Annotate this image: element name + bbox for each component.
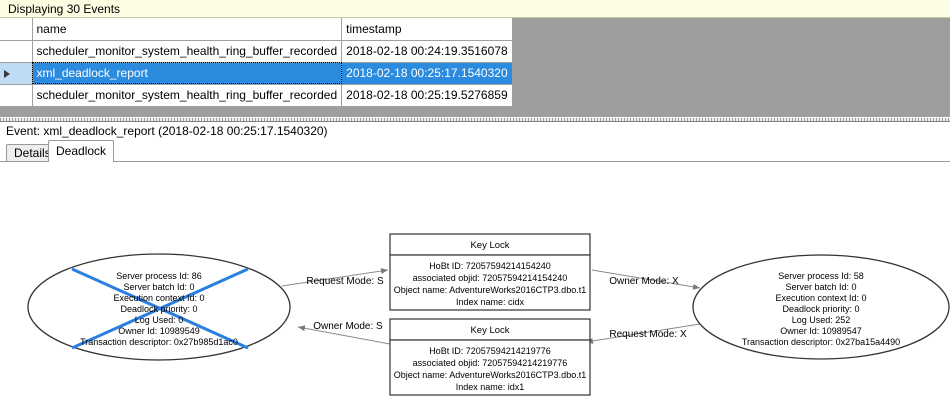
process-right-line-5: Owner Id: 10989547 [780,326,862,336]
events-grid[interactable]: name timestamp scheduler_monitor_system_… [0,18,513,107]
resource-node-key-lock-top[interactable]: Key Lock HoBt ID: 72057594214154240 asso… [389,233,591,311]
key-lock-top-title: Key Lock [470,240,509,251]
key-lock-bottom-line-1: associated objid: 72057594214219776 [413,358,568,368]
resource-node-key-lock-bottom[interactable]: Key Lock HoBt ID: 72057594214219776 asso… [389,318,591,396]
key-lock-top-line-0: HoBt ID: 72057594214154240 [429,261,551,271]
edge-right-request-label: Request Mode: X [609,329,687,340]
key-lock-top-line-2: Object name: AdventureWorks2016CTP3.dbo.… [394,285,586,295]
process-left-line-1: Server batch Id: 0 [123,282,194,292]
process-left-line-4: Log Used: 0 [135,315,184,325]
column-header-name[interactable]: name [32,18,343,41]
edge-left-request-label: Request Mode: S [306,276,384,287]
process-right-line-3: Deadlock priority: 0 [782,304,859,314]
tab-details[interactable]: Details [6,144,59,162]
process-right-line-4: Log Used: 252 [792,315,851,325]
edge-right-owner: Owner Mode: X [591,269,701,290]
process-left-line-6: Transaction descriptor: 0x27b985d1ac0 [80,337,238,347]
key-lock-bottom-title: Key Lock [470,325,509,336]
process-left-line-3: Deadlock priority: 0 [120,304,197,314]
events-count-label: Displaying 30 Events [8,2,121,16]
process-right-line-0: Server process Id: 58 [778,271,864,281]
cell-timestamp[interactable]: 2018-02-18 00:25:19.5276859 [341,84,513,107]
row-selector[interactable] [0,62,33,85]
column-header-timestamp[interactable]: timestamp [341,18,513,41]
tab-deadlock[interactable]: Deadlock [48,140,115,162]
key-lock-bottom-line-3: Index name: idx1 [456,382,525,392]
cell-name[interactable]: scheduler_monitor_system_health_ring_buf… [32,40,343,63]
table-row[interactable]: xml_deadlock_report 2018-02-18 00:25:17.… [0,62,513,85]
events-grid-header-row: name timestamp [0,18,513,41]
key-lock-bottom-line-0: HoBt ID: 72057594214219776 [429,346,551,356]
cell-timestamp[interactable]: 2018-02-18 00:25:17.1540320 [341,62,513,85]
process-right-line-2: Execution context Id: 0 [775,293,866,303]
horizontal-splitter[interactable] [0,117,950,122]
edge-left-owner-label: Owner Mode: S [313,321,383,332]
row-selector[interactable] [0,40,33,63]
events-count-banner: Displaying 30 Events [0,0,950,18]
edge-right-owner-label: Owner Mode: X [609,276,679,287]
events-grid-region[interactable]: name timestamp scheduler_monitor_system_… [0,18,950,117]
column-header-rowselector [0,18,33,41]
process-left-line-5: Owner Id: 10989549 [118,326,200,336]
cell-name[interactable]: scheduler_monitor_system_health_ring_buf… [32,84,343,107]
cell-name[interactable]: xml_deadlock_report [32,62,343,85]
process-left-line-0: Server process Id: 86 [116,271,202,281]
event-detail-caption: Event: xml_deadlock_report (2018-02-18 0… [0,122,950,140]
edge-right-request: Request Mode: X [585,323,701,344]
process-node-left[interactable]: Server process Id: 86 Server batch Id: 0… [27,253,291,361]
key-lock-bottom-line-2: Object name: AdventureWorks2016CTP3.dbo.… [394,370,586,380]
key-lock-top-line-3: Index name: cidx [456,297,525,307]
row-selector-triangle-icon [4,69,10,78]
event-detail-caption-text: Event: xml_deadlock_report (2018-02-18 0… [6,124,328,138]
process-right-line-1: Server batch Id: 0 [785,282,856,292]
process-left-line-2: Execution context Id: 0 [113,293,204,303]
edge-left-owner: Owner Mode: S [297,321,391,345]
process-right-line-6: Transaction descriptor: 0x27ba15a4490 [742,337,900,347]
cell-timestamp[interactable]: 2018-02-18 00:24:19.3516078 [341,40,513,63]
victim-cross-line [71,267,249,350]
process-node-right[interactable]: Server process Id: 58 Server batch Id: 0… [692,254,950,360]
key-lock-top-line-1: associated objid: 72057594214154240 [413,273,568,283]
row-selector[interactable] [0,84,33,107]
table-row[interactable]: scheduler_monitor_system_health_ring_buf… [0,84,513,107]
edge-left-request: Request Mode: S [281,268,389,287]
detail-tabstrip[interactable]: Details Deadlock [0,140,950,162]
table-row[interactable]: scheduler_monitor_system_health_ring_buf… [0,40,513,63]
deadlock-graph[interactable]: Request Mode: S Owner Mode: S Owner Mode… [0,162,950,400]
